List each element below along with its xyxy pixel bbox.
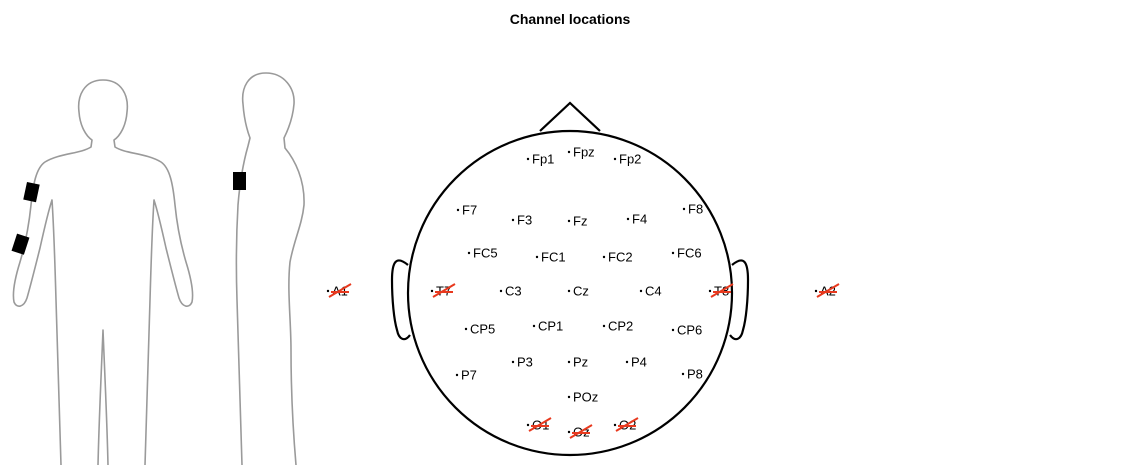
channel-label-p3: P3	[517, 355, 533, 370]
channel-dot-c4	[639, 289, 643, 293]
channel-label-p8: P8	[687, 367, 703, 382]
channel-label-fp2: Fp2	[619, 152, 641, 167]
channel-dot-f3	[511, 218, 515, 222]
channel-dot-f7	[456, 208, 460, 212]
channel-label-f7: F7	[462, 203, 477, 218]
channel-dot-oz	[567, 430, 571, 434]
body-front-outline	[12, 79, 194, 465]
sensor-arm-lower	[11, 233, 30, 255]
channel-dot-fc6	[671, 251, 675, 255]
channel-dot-t7	[430, 289, 434, 293]
channel-dot-fc2	[602, 255, 606, 259]
channel-dot-fpz	[567, 150, 571, 154]
bad-channel-mark-t8	[710, 283, 734, 298]
channel-label-fp1: Fp1	[532, 152, 554, 167]
channel-label-f3: F3	[517, 213, 532, 228]
channel-dot-f4	[626, 217, 630, 221]
bad-channel-mark-o1	[528, 417, 552, 432]
channel-label-cp6: CP6	[677, 323, 702, 338]
channel-dot-p4	[625, 360, 629, 364]
channel-dot-t8	[708, 289, 712, 293]
channel-label-cp5: CP5	[470, 322, 495, 337]
channel-dot-f8	[682, 207, 686, 211]
channel-label-f4: F4	[632, 212, 647, 227]
channel-label-fc5: FC5	[473, 246, 498, 261]
channel-dot-a2	[814, 289, 818, 293]
channel-dot-cz	[567, 289, 571, 293]
bad-channel-mark-oz	[569, 424, 593, 439]
sensor-arm-upper	[23, 181, 40, 203]
channel-dot-o1	[526, 423, 530, 427]
channel-dot-fp1	[526, 157, 530, 161]
channel-label-p4: P4	[631, 355, 647, 370]
channel-dot-fz	[567, 219, 571, 223]
bad-channel-mark-o2	[615, 417, 639, 432]
channel-dot-a1	[326, 289, 330, 293]
sensor-side-arm	[233, 172, 246, 190]
channel-label-c4: C4	[645, 284, 662, 299]
bad-channel-mark-a2	[816, 283, 840, 298]
channel-label-fc2: FC2	[608, 250, 633, 265]
channel-dot-o2	[613, 423, 617, 427]
head-outline	[390, 101, 750, 457]
channel-label-cp2: CP2	[608, 319, 633, 334]
channel-dot-poz	[567, 395, 571, 399]
channel-dot-fc5	[467, 251, 471, 255]
channel-label-pz: Pz	[573, 355, 588, 370]
channel-dot-fp2	[613, 157, 617, 161]
channel-dot-cp6	[671, 328, 675, 332]
channel-dot-cp1	[532, 324, 536, 328]
channel-label-p7: P7	[461, 368, 477, 383]
channel-label-fc1: FC1	[541, 250, 566, 265]
body-side-outline	[235, 72, 305, 465]
channel-dot-p8	[681, 372, 685, 376]
channel-label-cp1: CP1	[538, 319, 563, 334]
channel-dot-cp5	[464, 327, 468, 331]
channel-label-fpz: Fpz	[573, 145, 595, 160]
bad-channel-mark-t7	[432, 283, 456, 298]
channel-label-c3: C3	[505, 284, 522, 299]
channel-label-fc6: FC6	[677, 246, 702, 261]
channel-label-fz: Fz	[573, 214, 587, 229]
channel-label-f8: F8	[688, 202, 703, 217]
channel-label-poz: POz	[573, 390, 598, 405]
bad-channel-mark-a1	[328, 283, 352, 298]
channel-label-cz: Cz	[573, 284, 589, 299]
channel-dot-c3	[499, 289, 503, 293]
channel-dot-p7	[455, 373, 459, 377]
channel-dot-cp2	[602, 324, 606, 328]
channel-dot-p3	[511, 360, 515, 364]
channel-dot-pz	[567, 360, 571, 364]
figure-title: Channel locations	[509, 11, 631, 27]
channel-dot-fc1	[535, 255, 539, 259]
